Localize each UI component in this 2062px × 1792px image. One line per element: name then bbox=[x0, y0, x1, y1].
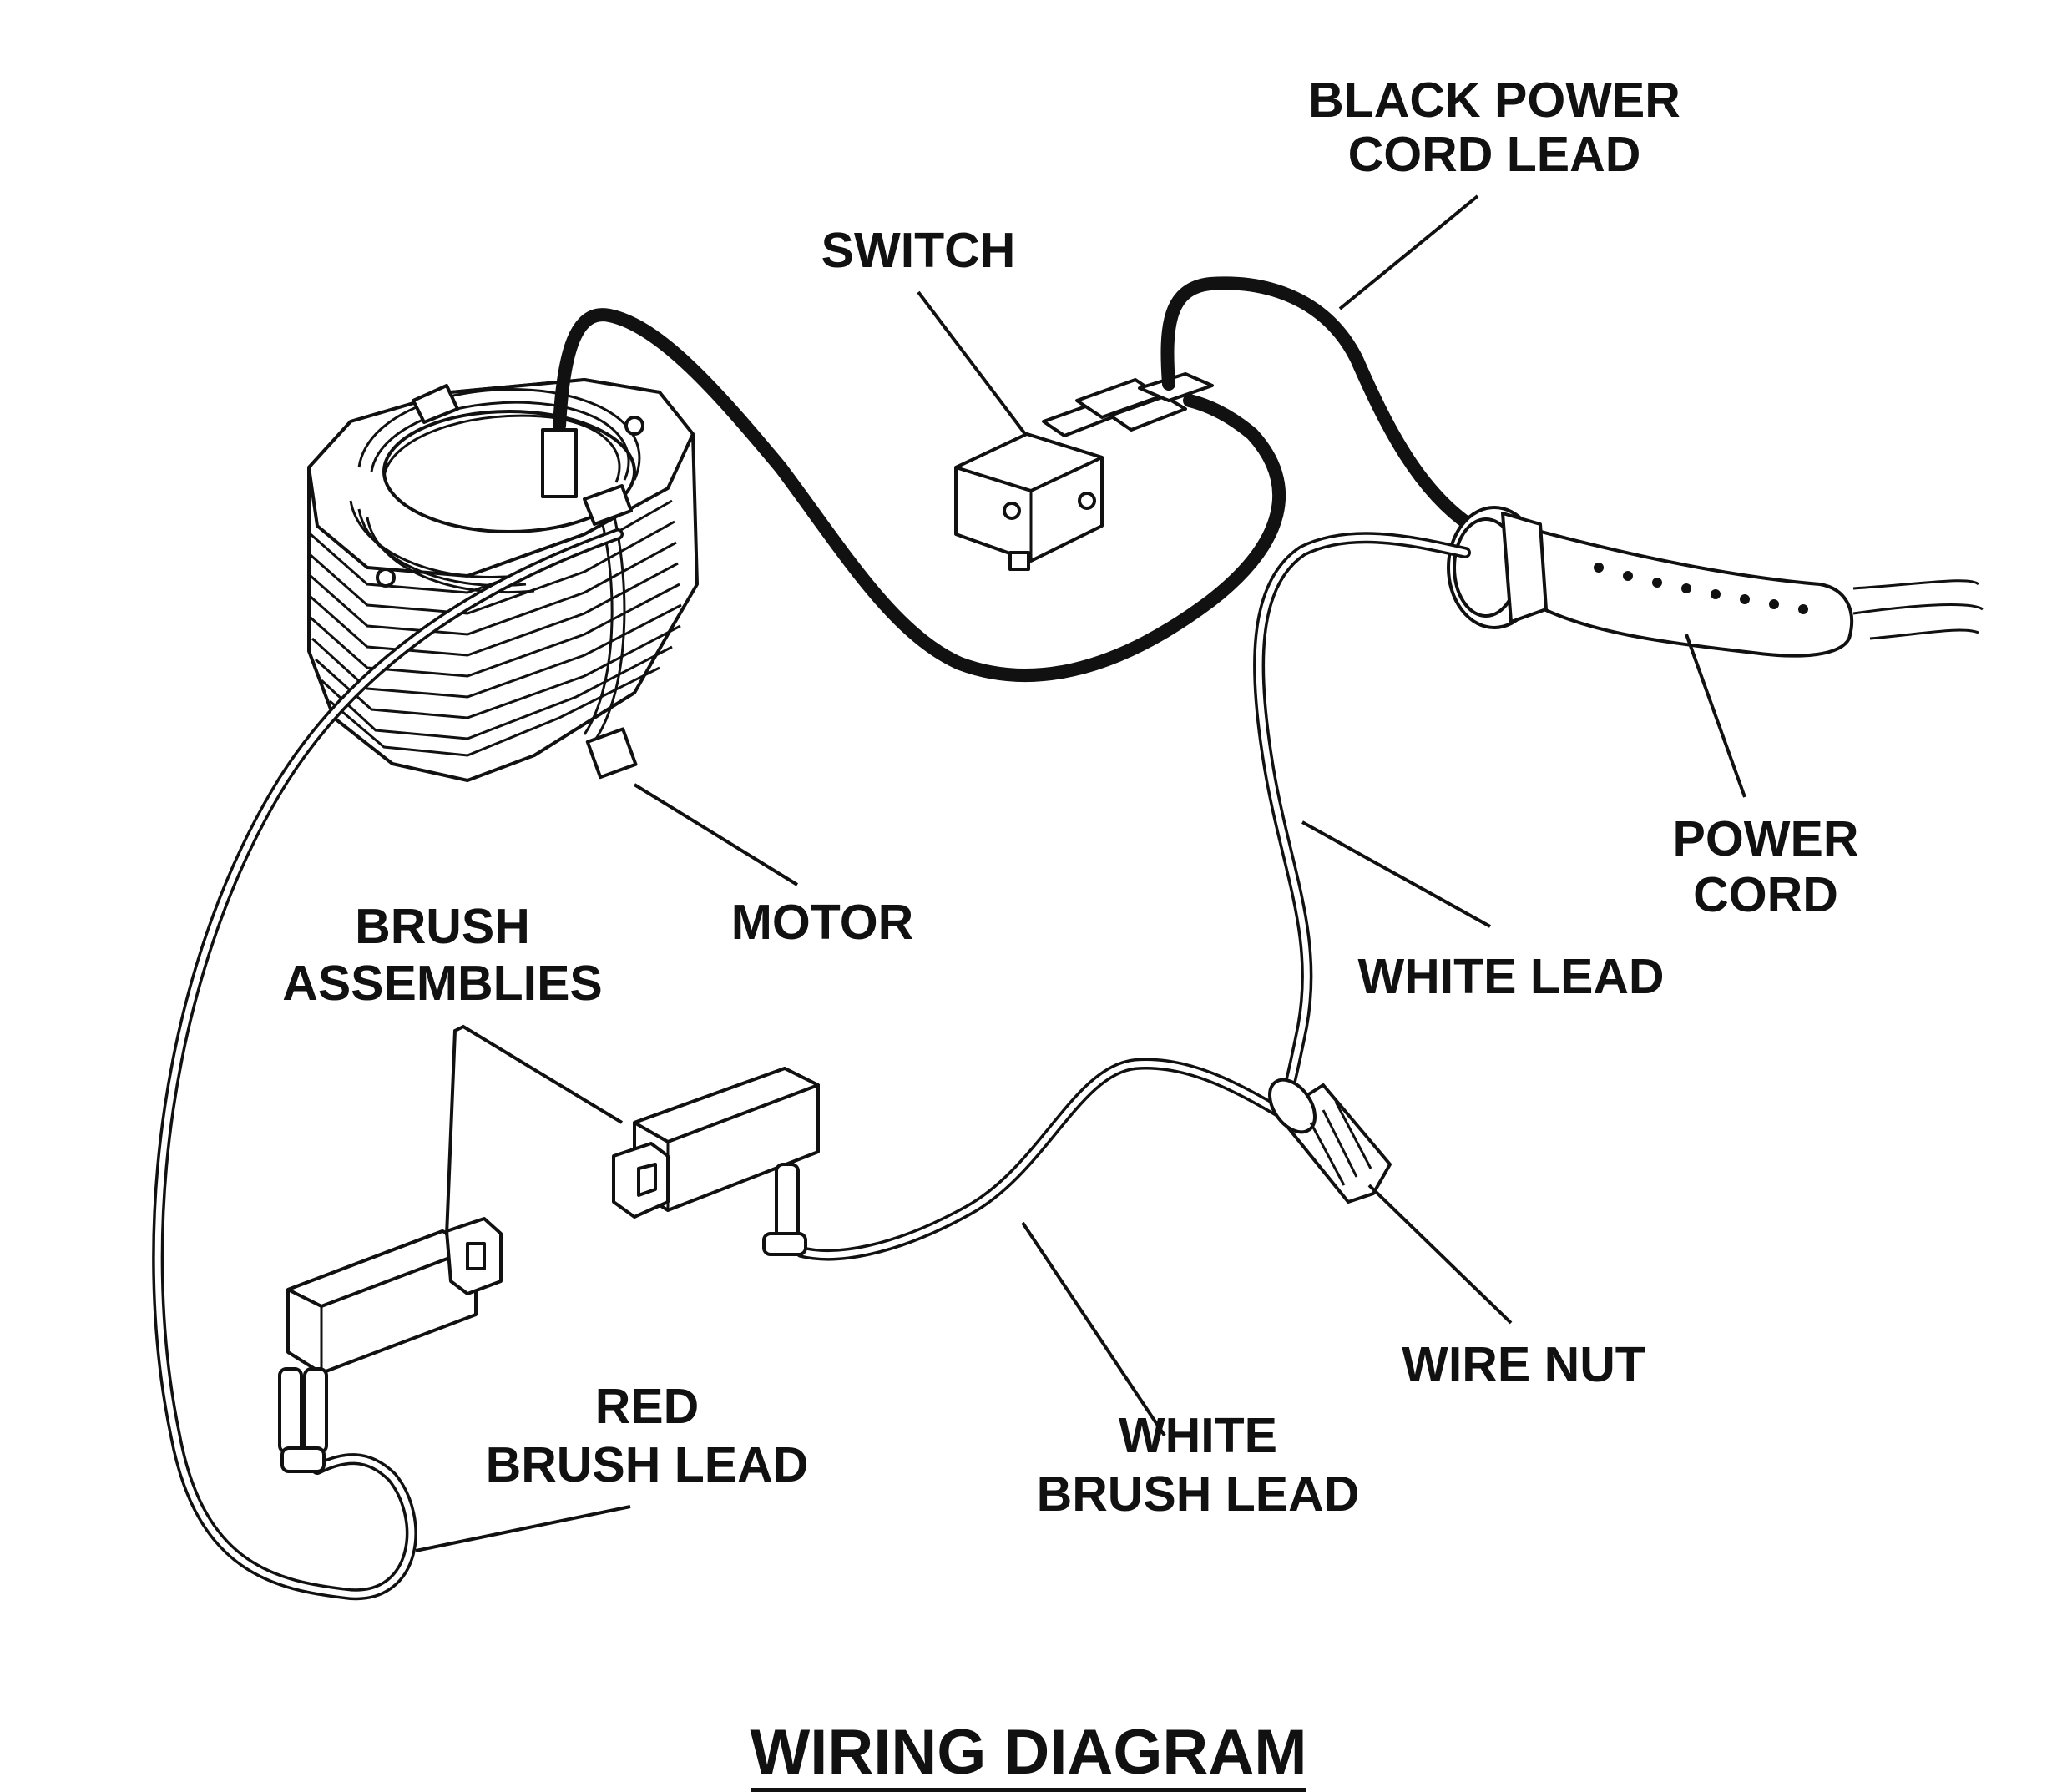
brush-assembly-upper bbox=[612, 1067, 820, 1256]
label-switch: SWITCH bbox=[821, 223, 1016, 278]
label-power-cord-line1: POWER bbox=[1673, 811, 1859, 866]
label-white-brush-lead-line2: BRUSH LEAD bbox=[1037, 1466, 1360, 1522]
motor bbox=[307, 378, 699, 782]
leader-lines bbox=[415, 194, 1746, 1552]
label-white-lead: WHITE LEAD bbox=[1357, 949, 1664, 1004]
label-motor: MOTOR bbox=[731, 895, 914, 950]
leader-wire-nut bbox=[1367, 1184, 1513, 1325]
power-cord bbox=[1447, 506, 1984, 658]
leader-white-brush-lead bbox=[1021, 1221, 1166, 1437]
label-brush-assemblies-line1: BRUSH bbox=[355, 899, 530, 954]
black-wires bbox=[553, 276, 1480, 683]
diagram-title: WIRING DIAGRAM bbox=[750, 1717, 1307, 1792]
label-black-power-cord-lead-line2: CORD LEAD bbox=[1348, 127, 1641, 182]
leader-brush-assemblies bbox=[445, 1024, 624, 1236]
labels: BLACK POWER CORD LEAD SWITCH POWER CORD … bbox=[282, 73, 1858, 1522]
label-black-power-cord-lead-line1: BLACK POWER bbox=[1308, 73, 1680, 128]
title-text: WIRING DIAGRAM bbox=[750, 1717, 1306, 1788]
leader-switch bbox=[917, 290, 1027, 436]
label-red-brush-lead-line1: RED bbox=[595, 1379, 700, 1434]
wire-nut bbox=[1268, 1078, 1392, 1204]
leader-white-lead bbox=[1301, 820, 1491, 928]
leader-black-power-cord-lead bbox=[1338, 194, 1479, 310]
label-red-brush-lead-line2: BRUSH LEAD bbox=[486, 1437, 809, 1492]
label-white-brush-lead-line1: WHITE bbox=[1119, 1408, 1277, 1463]
brush-assembly-lower bbox=[278, 1217, 503, 1473]
white-leads bbox=[152, 528, 1471, 1601]
leader-power-cord bbox=[1685, 634, 1746, 798]
switch bbox=[954, 372, 1214, 571]
label-brush-assemblies-line2: ASSEMBLIES bbox=[282, 956, 603, 1011]
leader-motor bbox=[633, 783, 799, 886]
leader-red-brush-lead bbox=[415, 1505, 631, 1552]
label-power-cord-line2: CORD bbox=[1693, 867, 1838, 922]
label-wire-nut: WIRE NUT bbox=[1402, 1337, 1645, 1392]
